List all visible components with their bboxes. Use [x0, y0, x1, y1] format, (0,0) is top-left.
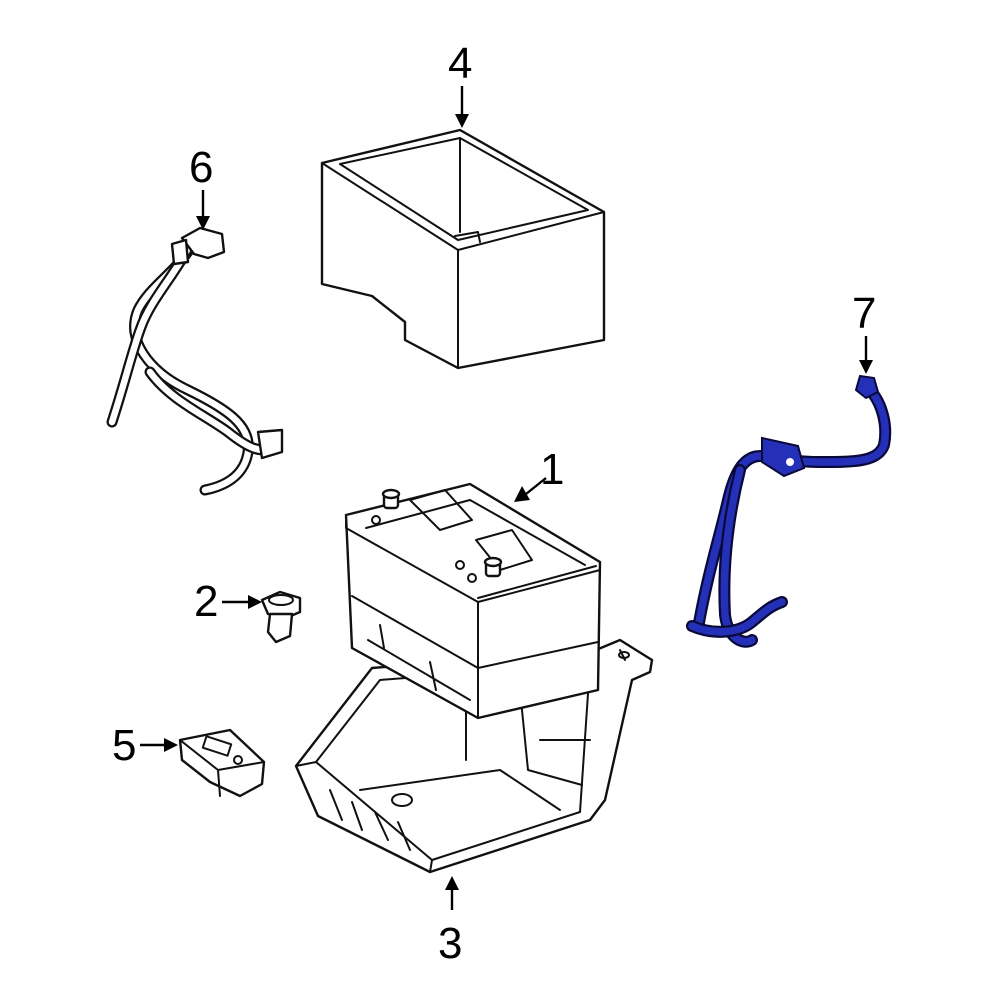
callout-3: 3	[438, 919, 462, 968]
callout-2: 2	[194, 577, 218, 626]
leader-7	[859, 336, 873, 374]
leader-3	[445, 876, 459, 910]
callout-4: 4	[448, 39, 472, 88]
callout-6: 6	[189, 143, 213, 192]
leader-2	[222, 595, 262, 609]
leader-5	[140, 738, 178, 752]
leader-6	[196, 190, 210, 230]
part-1-battery[interactable]	[344, 482, 602, 720]
leader-4	[455, 86, 469, 128]
callout-1: 1	[540, 445, 564, 494]
callout-5: 5	[112, 721, 136, 770]
part-5-hold-down[interactable]	[178, 728, 266, 798]
part-4-battery-cover[interactable]	[320, 128, 606, 370]
leader-1	[514, 477, 547, 502]
part-2-retainer-clip[interactable]	[260, 590, 302, 644]
part-6-battery-cable[interactable]	[106, 226, 284, 496]
part-7-battery-cable-highlighted[interactable]	[686, 374, 892, 648]
callout-7: 7	[852, 289, 876, 338]
